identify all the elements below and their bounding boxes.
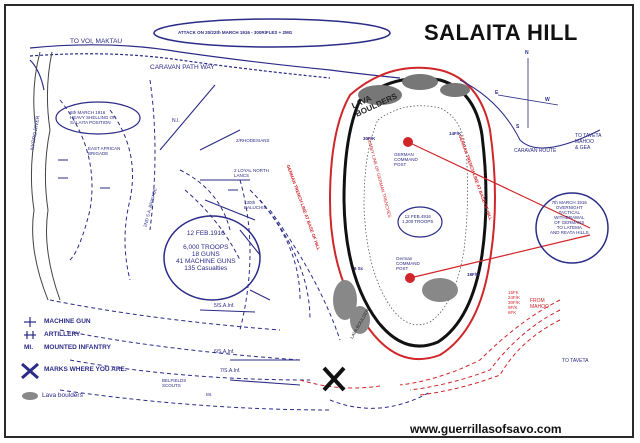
unit-7-sa-inf: 7/S.A.Inf. bbox=[220, 368, 241, 374]
feb-info: 12 FEB.1916 6,000 TROOPS 18 GUNS 41 MACH… bbox=[176, 230, 236, 272]
withdrawal-note: 7th MARCH 1916 OVERNIGHT TACTICAL WITHDR… bbox=[550, 200, 589, 235]
legend-mounted-infantry: MOUNTED INFANTRY bbox=[44, 344, 111, 351]
withdrawal-arrows bbox=[407, 141, 591, 279]
legend-lava: Lava boulders bbox=[42, 392, 83, 399]
unit-mi: MI. bbox=[206, 392, 213, 397]
road-to-taveta-bottom: TO TAVETA bbox=[562, 358, 589, 364]
unit-belfields: BELFIELDS SCOUTS bbox=[162, 378, 187, 388]
compass bbox=[497, 58, 559, 128]
sc-6: 6 Sc bbox=[354, 266, 364, 271]
march-note-frame bbox=[55, 101, 141, 135]
compass-e: E bbox=[495, 90, 499, 96]
footer-url[interactable]: www.guerrillasofsavo.com bbox=[410, 422, 562, 436]
map-title: SALAITA HILL bbox=[424, 20, 578, 45]
road-caravan-path: CARAVAN PATH WAY bbox=[150, 64, 215, 71]
fk-30: 30F/K bbox=[363, 136, 376, 141]
compass-s: S bbox=[516, 124, 520, 130]
command-post-label-bottom: German COMMAND POST bbox=[396, 256, 420, 271]
note-ni: N.I. bbox=[172, 118, 180, 124]
note-east-african: EAST AFRICAN BRIGADE bbox=[88, 146, 121, 156]
unit-5-sa-inf: 5/S.A.Inf. bbox=[214, 303, 235, 309]
feb-info-frame bbox=[163, 215, 261, 301]
german-routes bbox=[299, 299, 561, 396]
lava-boulders-slope bbox=[333, 278, 458, 334]
legend-artillery: ARTILLERY bbox=[44, 331, 81, 338]
compass-w: W bbox=[545, 97, 550, 103]
withdrawal-frame bbox=[535, 192, 609, 264]
german-trench-outline bbox=[328, 66, 496, 361]
hill-contour bbox=[342, 76, 488, 348]
attack-arrows bbox=[159, 84, 301, 386]
road-to-taveta-top: TO TAVETA MAHOO & GEA bbox=[575, 133, 602, 151]
legend-lava-icon bbox=[22, 392, 38, 400]
fk-18: 18F/K bbox=[467, 272, 480, 277]
caravan-path bbox=[29, 44, 401, 91]
fk-14: 14F/K bbox=[449, 131, 462, 136]
note-rhodesians: 2/RHODESIANS bbox=[236, 138, 270, 143]
legend-mi-abbr: MI. bbox=[24, 344, 34, 351]
top-banner-frame bbox=[153, 18, 391, 48]
top-banner-text: ATTACK ON 20/22th MARCH 1916 - 300RIFLES… bbox=[178, 30, 293, 35]
legend-icons bbox=[24, 317, 36, 339]
legend-machine-gun: MACHINE GUN bbox=[44, 318, 91, 325]
road-voi-maktau: TO VOI, MAKTAU bbox=[70, 38, 123, 45]
lava-boulders-top bbox=[358, 74, 470, 105]
road-caravan-route: CARAVAN ROUTE bbox=[514, 148, 557, 154]
unit-6-sa-inf: 6/S.A.Inf. bbox=[214, 349, 235, 355]
note-loyal-north: 2 LOYAL NORTH LANCS bbox=[234, 168, 269, 178]
german-info-frame bbox=[397, 206, 443, 238]
road-from-mahoo: FROM MAHOO bbox=[530, 298, 549, 310]
legend-x-icon bbox=[21, 362, 39, 380]
command-post-label-top: GERMAN COMMAND POST bbox=[394, 152, 418, 167]
note-baluchis: 130th BALUCHIS bbox=[244, 200, 267, 210]
fk-unit-stack: 15FK 24F/K 30F/K 9F/K 6FK bbox=[508, 290, 521, 315]
river bbox=[30, 51, 61, 301]
caravan-route bbox=[459, 79, 601, 149]
you-are-here-marker bbox=[322, 366, 346, 392]
german-feb-info: 12 FEB.4916 1,200 TROOPS bbox=[402, 214, 434, 224]
inner-contour bbox=[363, 105, 468, 326]
note-march-1916: 6th MARCH 1916 HEAVY SHELLING OF SALAITA… bbox=[70, 110, 116, 125]
artillery-marks bbox=[58, 159, 238, 191]
legend-marks: MARKS WHERE YOU ARE. bbox=[44, 366, 127, 373]
compass-n: N bbox=[525, 50, 529, 56]
